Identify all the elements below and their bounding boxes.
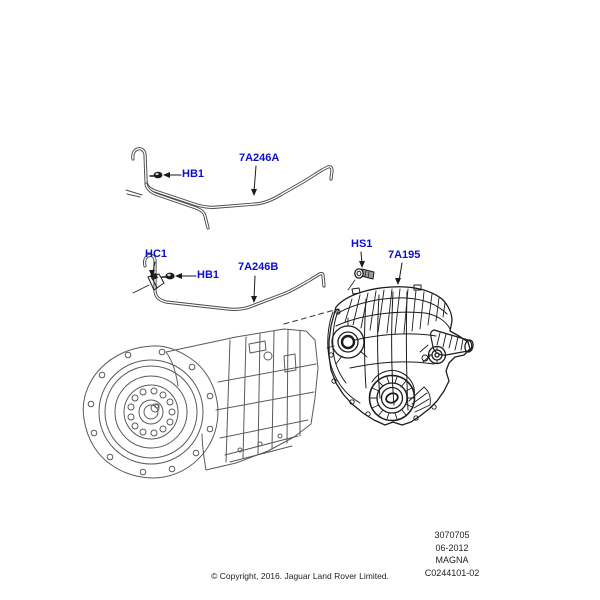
callout-hb1-top[interactable]: HB1	[182, 168, 205, 180]
callout-arrowheads	[149, 172, 401, 303]
vent-tube-b-drawing	[142, 253, 326, 311]
hb1-bolt-bottom-drawing	[161, 272, 175, 280]
reference-number: 3070705	[434, 530, 470, 540]
transmission-drawing	[82, 328, 319, 479]
callout-7a195[interactable]: 7A195	[388, 249, 421, 261]
callout-hb1-bottom[interactable]: HB1	[197, 269, 220, 281]
hc1-clip-drawing	[132, 273, 165, 294]
reference-drawing-code: C0244101-02	[424, 567, 480, 578]
reference-date: 06-2012	[435, 542, 469, 553]
callout-hs1[interactable]: HS1	[351, 238, 373, 250]
vent-tube-a-drawing	[125, 147, 334, 230]
callout-7a246b[interactable]: 7A246B	[238, 261, 279, 273]
hb1-clip-top-drawing	[149, 171, 163, 179]
hs1-bolt-drawing	[347, 268, 375, 291]
callout-leader-lines	[152, 165, 403, 300]
callout-hc1[interactable]: HC1	[145, 248, 168, 260]
copyright-notice: © Copyright, 2016. Jaguar Land Rover Lim…	[211, 571, 389, 581]
assembly-dashed-line	[283, 308, 339, 325]
callout-7a246a[interactable]: 7A246A	[239, 152, 280, 164]
reference-block: 3070705 06-2012 MAGNA C0244101-02	[399, 529, 505, 579]
transfer-case-drawing	[326, 284, 474, 426]
reference-supplier: MAGNA	[435, 555, 469, 565]
